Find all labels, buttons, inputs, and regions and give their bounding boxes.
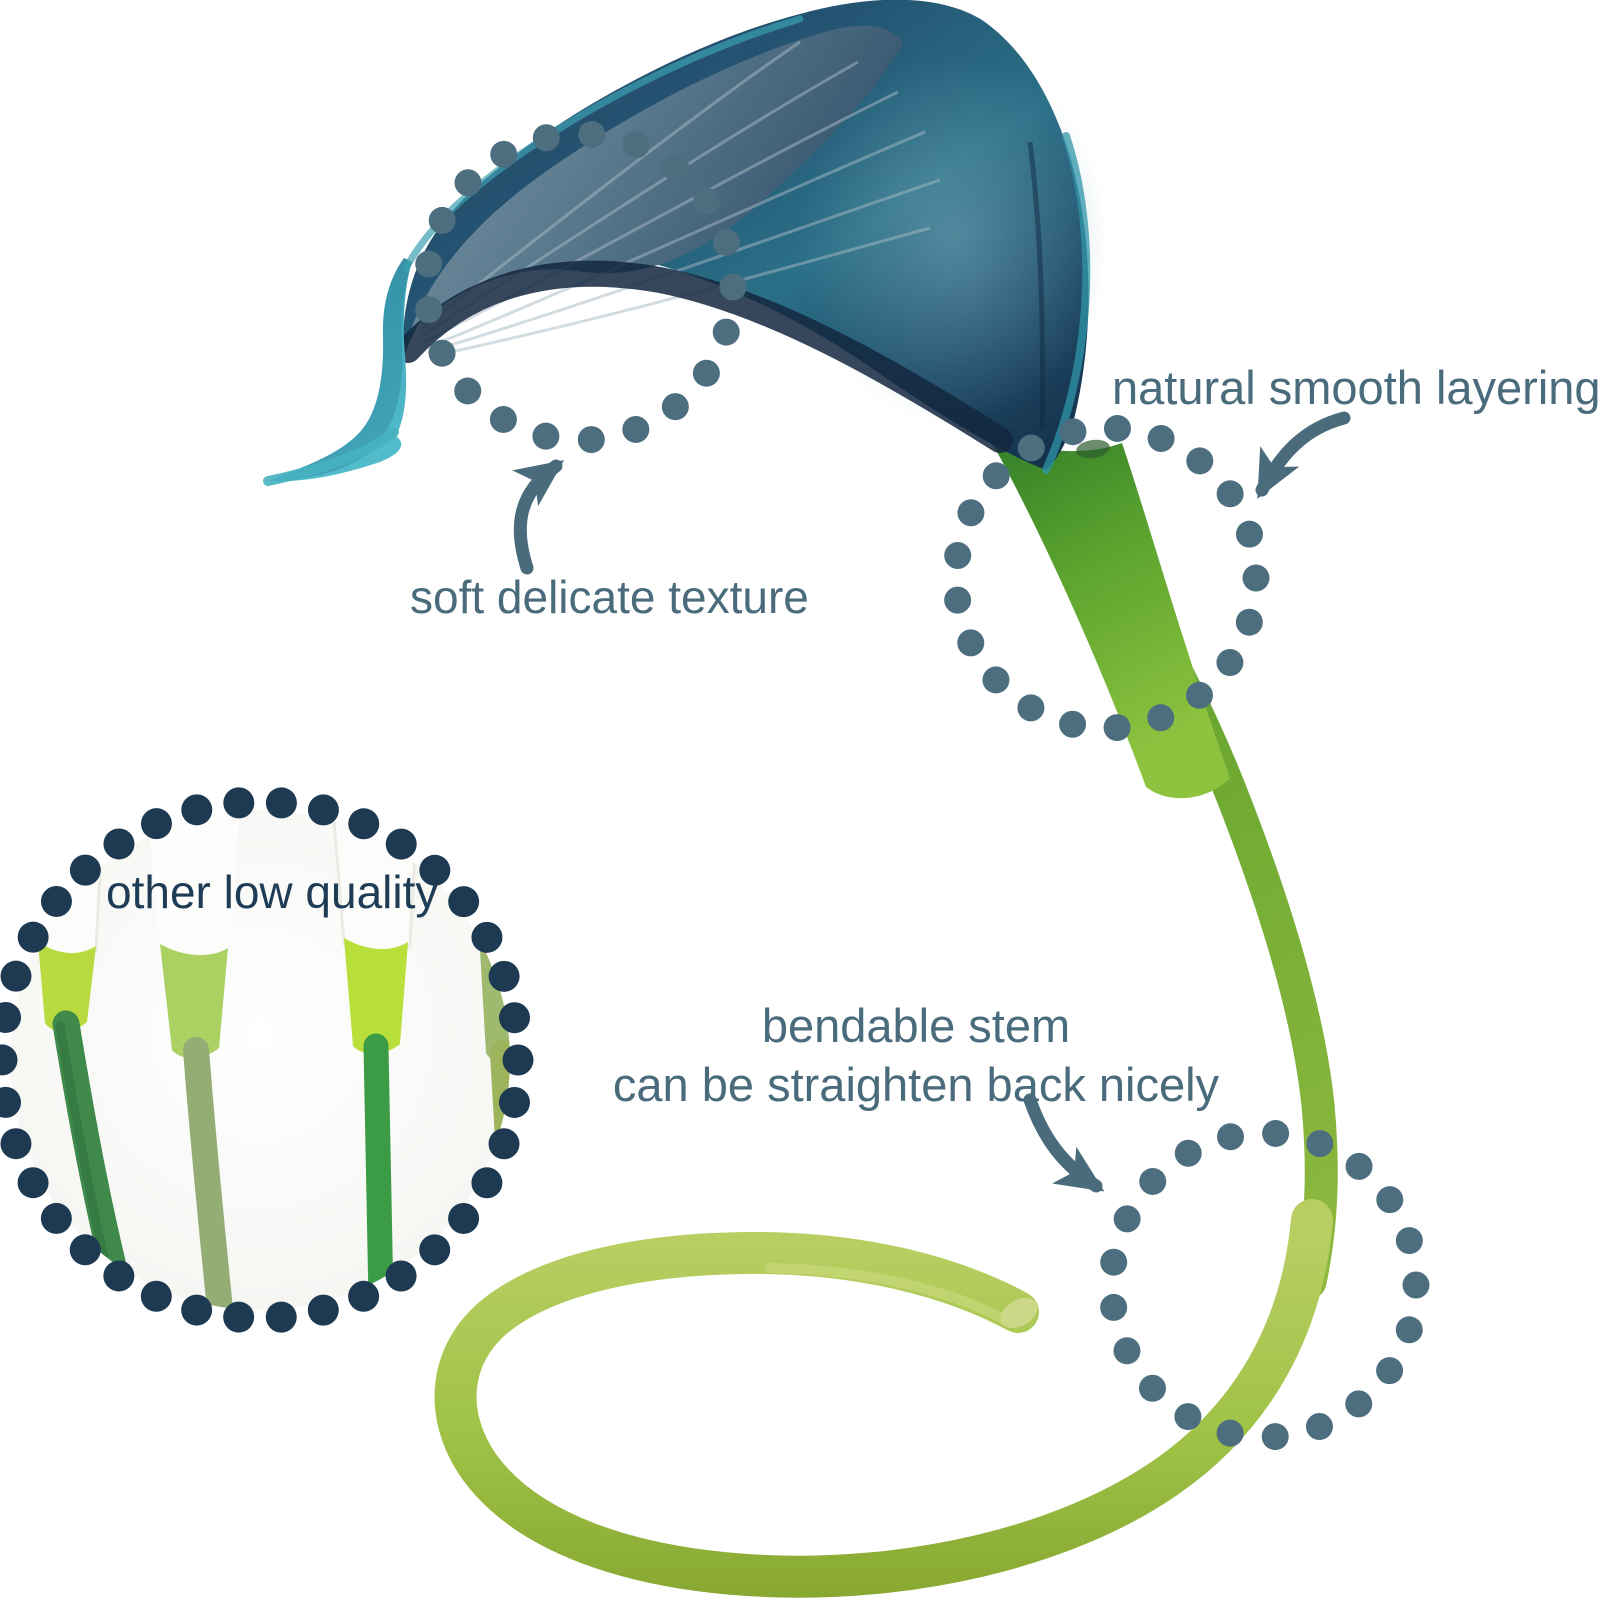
soft-texture-arrow: [512, 459, 565, 575]
bendable-dotted-circle: [1098, 1119, 1430, 1451]
curl-teal-edge: [263, 427, 399, 486]
flower-base: [984, 428, 1230, 799]
label-bendable-line2: can be straighten back nicely: [612, 1058, 1220, 1111]
petal-curl: [268, 258, 412, 482]
label-bendable-line1: bendable stem: [761, 999, 1071, 1052]
label-other-low-quality: other low quality: [106, 866, 439, 918]
label-bendable-stem: bendable stem can be straighten back nic…: [516, 996, 1316, 1114]
label-natural-smooth-layering: natural smooth layering: [1112, 361, 1600, 414]
inset-dotted-circle: [0, 786, 534, 1334]
stem-highlight: [765, 1263, 1010, 1325]
petal-curl-shade: [268, 258, 412, 481]
spathe-interior: [410, 25, 903, 332]
spathe-lip: [395, 260, 1013, 453]
layering-dotted-circle: [942, 414, 1270, 742]
annotation-circles: [413, 120, 1430, 1451]
stem-tip-cut: [1000, 1297, 1038, 1329]
inset-stem-2: [146, 810, 240, 1310]
layering-arrow: [1255, 411, 1351, 499]
bendable-arrow: [1023, 1093, 1105, 1193]
base-notch: [1076, 439, 1110, 459]
calla-flower: [263, 0, 1110, 486]
stem-loop: [434, 1199, 1333, 1598]
texture-dotted-circle: [413, 120, 747, 454]
label-soft-delicate-texture: soft delicate texture: [410, 571, 809, 623]
right-fold-crease: [1027, 141, 1045, 431]
annotation-arrows: [512, 411, 1351, 1193]
